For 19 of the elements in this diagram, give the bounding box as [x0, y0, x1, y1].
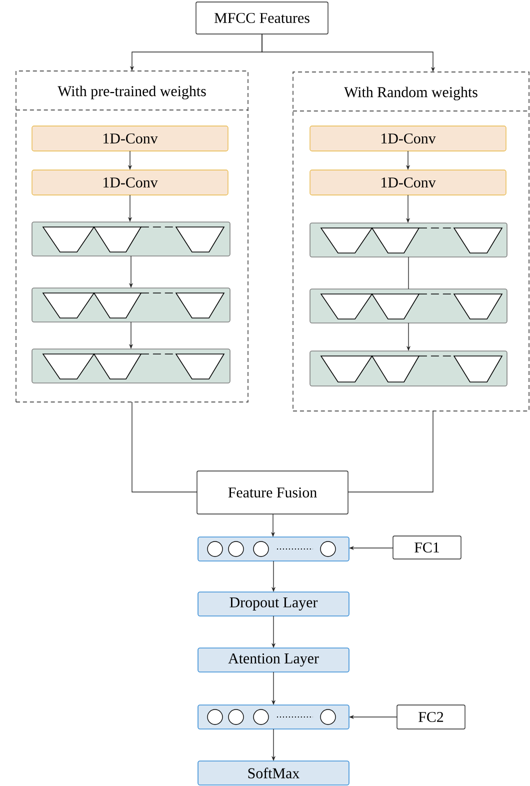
pooling-block: [32, 348, 230, 384]
layer-box: Dropout Layer: [198, 592, 350, 616]
conv-layer-box: 1D-Conv: [32, 126, 228, 152]
conv-layer-box: 1D-Conv: [32, 170, 228, 196]
neuron-layer: [198, 704, 350, 730]
pooling-block: [310, 288, 508, 324]
pooling-block: [310, 350, 508, 386]
label-box: FC2: [396, 704, 466, 730]
pooling-block: [32, 288, 230, 322]
pooling-block: [310, 222, 508, 258]
layer-box: SoftMax: [198, 760, 350, 786]
label-box: FC1: [392, 536, 462, 560]
neuron-layer: [198, 536, 350, 562]
label-box: MFCC Features: [196, 2, 328, 34]
layer-box: Atention Layer: [198, 648, 350, 672]
conv-layer-box: 1D-Conv: [310, 126, 506, 152]
conv-layer-box: 1D-Conv: [310, 170, 506, 196]
label-box: Feature Fusion: [196, 470, 348, 514]
pooling-block: [32, 222, 230, 256]
